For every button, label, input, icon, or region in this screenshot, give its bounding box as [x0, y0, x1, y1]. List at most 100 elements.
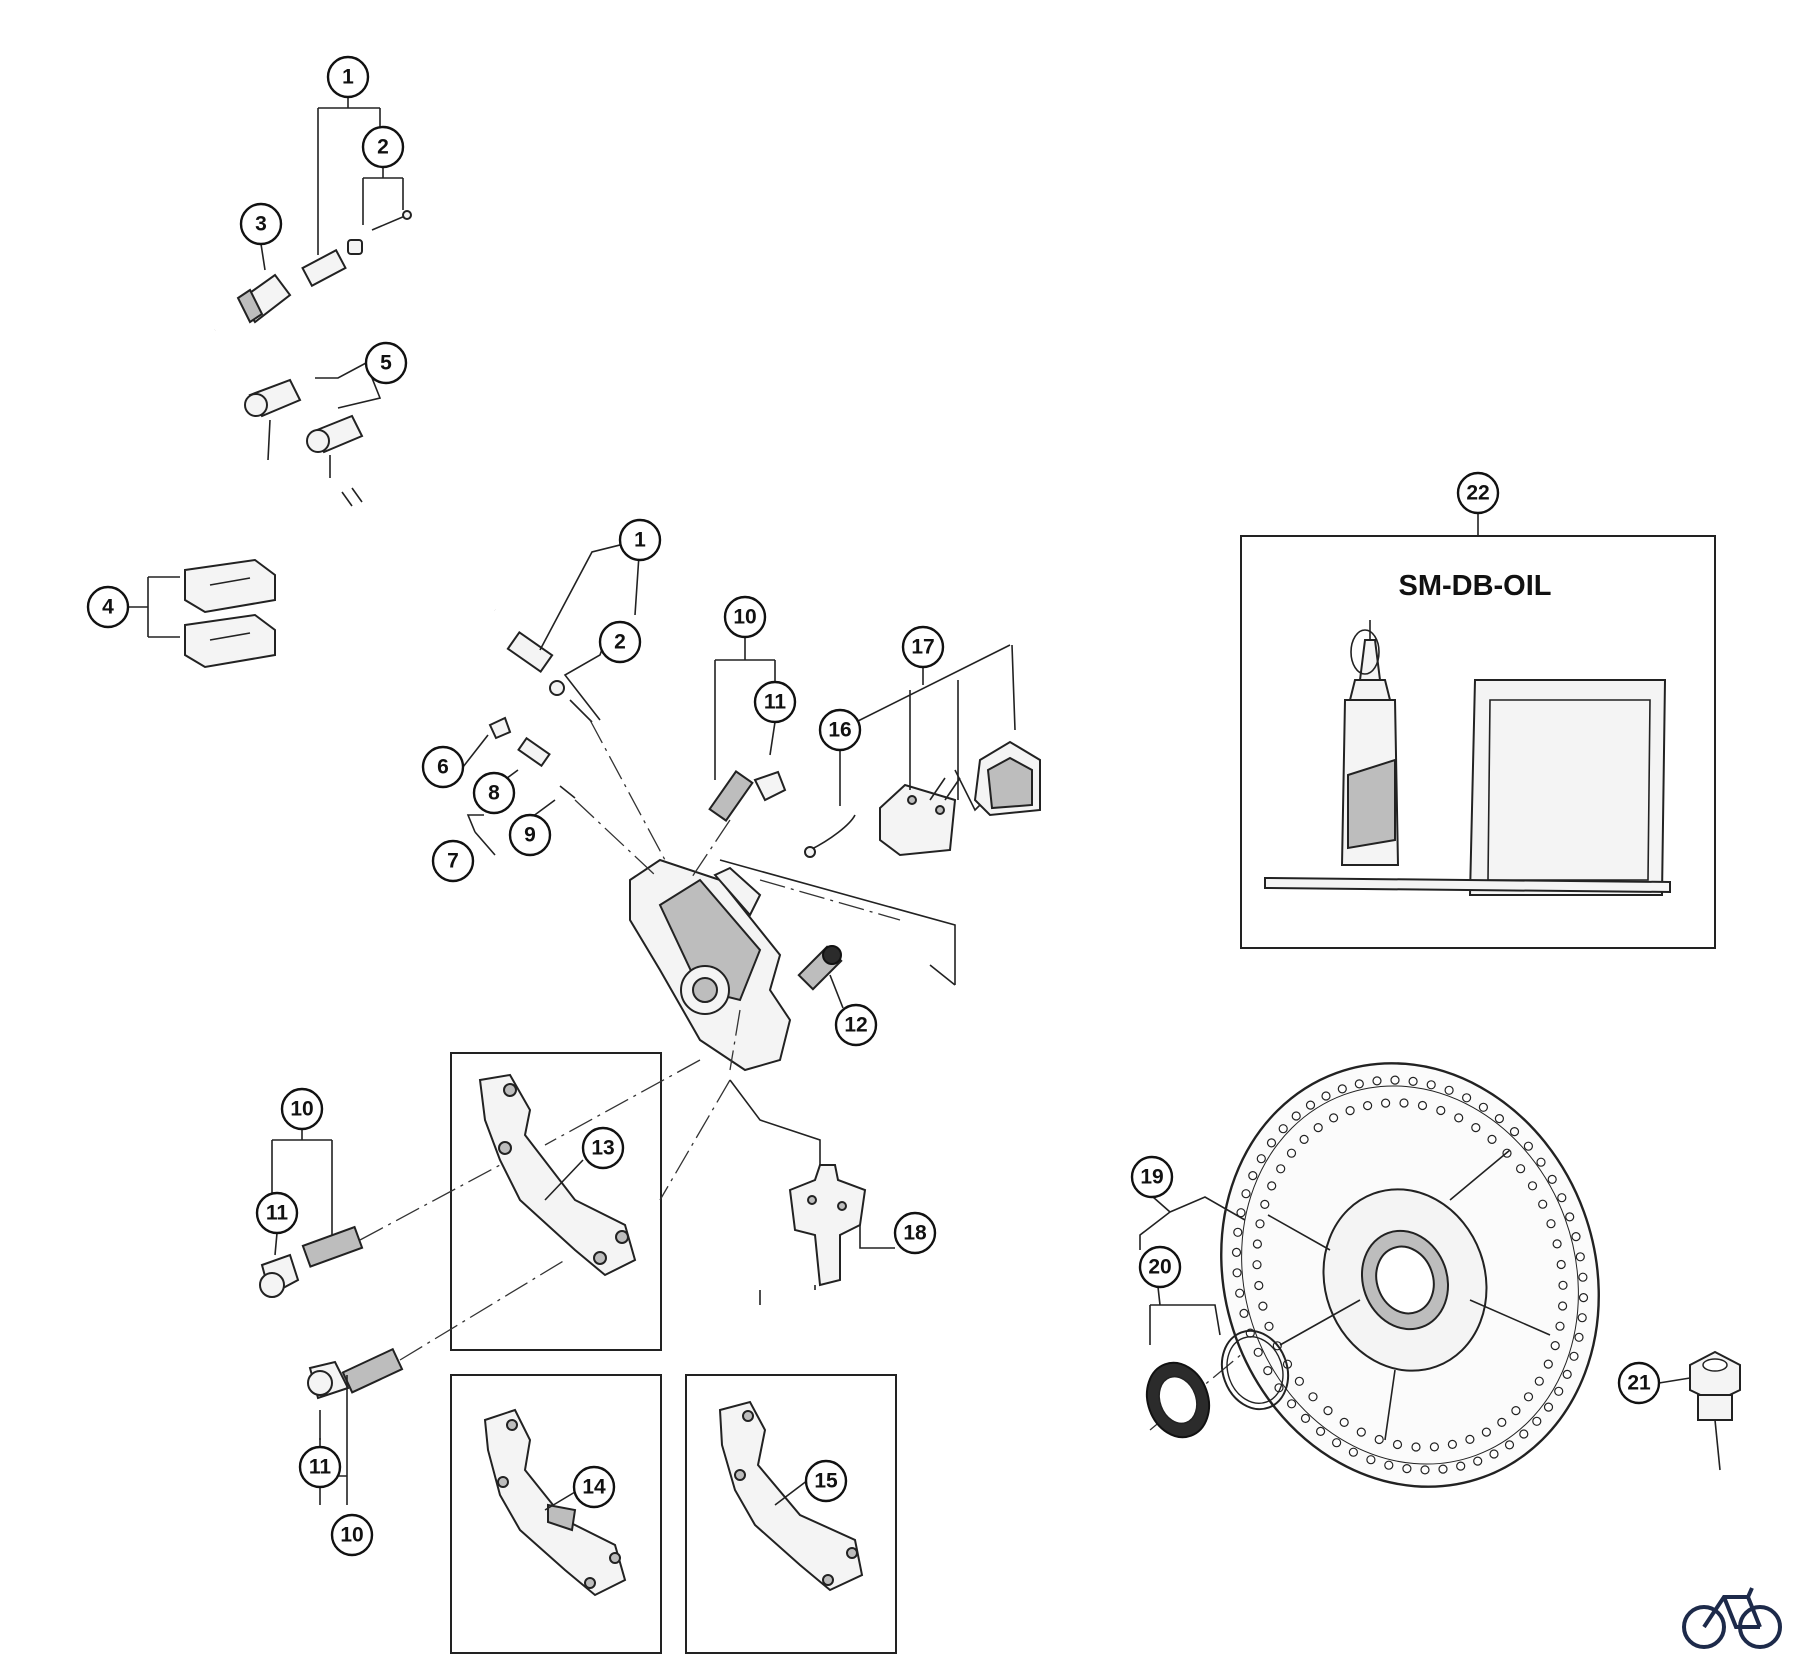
rotor-hole [1356, 1427, 1366, 1437]
rotor-hole [1456, 1461, 1466, 1471]
caliper-bolt-part [797, 945, 843, 991]
rotor-hole [1253, 1347, 1263, 1357]
rotor-hole [1323, 1405, 1333, 1416]
rotor-hole [1402, 1463, 1412, 1474]
rotor-hole [1278, 1124, 1288, 1134]
mount-bolt-part [708, 770, 787, 822]
rotor-hole [1487, 1134, 1497, 1145]
svg-text:21: 21 [1627, 1372, 1651, 1395]
rotor-hole [1543, 1359, 1553, 1369]
rotor-hole [1527, 1181, 1538, 1191]
rotor-hole [1536, 1157, 1546, 1167]
rotor-hole [1571, 1231, 1581, 1242]
rotor-hole [1444, 1085, 1454, 1095]
rotor-hole [1569, 1351, 1579, 1361]
svg-text:3: 3 [255, 213, 267, 236]
rotor-hole [1384, 1460, 1394, 1470]
rotor-hole [1523, 1141, 1534, 1151]
svg-text:10: 10 [290, 1098, 313, 1121]
svg-text:20: 20 [1148, 1256, 1171, 1279]
callout-12: 12 [834, 1003, 878, 1047]
callout-19: 19 [1130, 1155, 1174, 1199]
rotor-hole [1417, 1100, 1428, 1111]
callout-17: 17 [901, 625, 945, 669]
mount-adapter-15 [718, 1400, 864, 1592]
callout-5: 5 [364, 341, 408, 385]
rotor-hole [1291, 1111, 1301, 1121]
oil-kit-title: SM-DB-OIL [1398, 570, 1551, 602]
rotor-hole [1509, 1126, 1520, 1137]
rotor-hole [1260, 1199, 1270, 1210]
leader-lines [128, 97, 1691, 1511]
svg-text:13: 13 [591, 1137, 614, 1160]
hose-fitting-part [506, 630, 593, 723]
rotor-hole [1534, 1376, 1544, 1386]
rotor-hole [1267, 1181, 1277, 1191]
rotor-hole [1562, 1369, 1572, 1380]
rotor-hole [1252, 1239, 1263, 1249]
rotor-hole [1436, 1105, 1446, 1116]
rotor-hole [1232, 1268, 1242, 1278]
svg-text:10: 10 [733, 606, 756, 629]
hose-clip-part [244, 378, 364, 478]
connecting-insert-part [301, 210, 412, 288]
rotor-hole [1552, 1239, 1562, 1249]
rotor-hole [1313, 1122, 1323, 1133]
rotor-hole [1447, 1439, 1458, 1450]
callout-18: 18 [893, 1211, 937, 1255]
callout-6: 6 [421, 745, 465, 789]
rotor-hole [1345, 1105, 1355, 1116]
rotor-hole [1461, 1093, 1472, 1103]
rotor-hole [1399, 1098, 1409, 1108]
brake-pad-set [804, 740, 1041, 858]
rotor-hole [1465, 1434, 1475, 1445]
rotor-hole [1411, 1442, 1421, 1452]
rotor-hole [1390, 1075, 1400, 1085]
rotor-hole [1362, 1100, 1373, 1111]
rotor-hole [1489, 1449, 1499, 1459]
rotor-hole [1266, 1138, 1277, 1148]
rotor-hole [1554, 1386, 1564, 1396]
svg-text:10: 10 [340, 1524, 363, 1547]
callout-15: 15 [804, 1459, 848, 1503]
pad-spacer-part [788, 1164, 867, 1287]
rotor-hole [1254, 1280, 1264, 1291]
rotor-hole [1426, 1080, 1436, 1090]
rotor-hole [1255, 1219, 1265, 1229]
callout-21: 21 [1617, 1361, 1661, 1405]
bleed-nipple-part [488, 716, 576, 799]
rotor-hole [1575, 1252, 1585, 1262]
svg-text:11: 11 [309, 1456, 332, 1479]
bleed-block-part [184, 558, 276, 669]
disc-rotor [1220, 1062, 1600, 1488]
svg-text:14: 14 [582, 1476, 606, 1499]
rotor-hole [1264, 1321, 1274, 1331]
rotor-hole [1578, 1272, 1588, 1282]
adapter-box-15 [685, 1374, 897, 1654]
lockring-tool [1689, 1350, 1741, 1471]
rotor-hole [1256, 1154, 1266, 1164]
rotor-hole [1374, 1434, 1384, 1445]
rotor-hole [1286, 1148, 1297, 1158]
rotor-hole [1339, 1417, 1349, 1428]
rotor-hole [1547, 1174, 1557, 1185]
rotor-hole [1305, 1100, 1316, 1110]
svg-text:18: 18 [903, 1222, 927, 1245]
rotor-hole [1565, 1212, 1575, 1222]
rotor-hole [1235, 1288, 1245, 1298]
bleed-tube [1264, 876, 1671, 894]
rotor-hole [1481, 1427, 1492, 1437]
rotor-hole [1321, 1091, 1331, 1101]
rotor-hole [1328, 1113, 1339, 1123]
oil-bottle [1340, 620, 1400, 866]
callout-1-caliper: 1 [618, 518, 662, 562]
callout-16: 16 [818, 708, 862, 752]
rotor-hole [1558, 1280, 1568, 1290]
rotor-hole [1372, 1076, 1382, 1086]
svg-text:19: 19 [1140, 1166, 1163, 1189]
svg-text:16: 16 [828, 719, 851, 742]
oil-pouch [1468, 679, 1667, 896]
rotor-hole [1577, 1313, 1587, 1323]
callout-20: 20 [1138, 1245, 1182, 1289]
rotor-hole [1543, 1402, 1554, 1412]
